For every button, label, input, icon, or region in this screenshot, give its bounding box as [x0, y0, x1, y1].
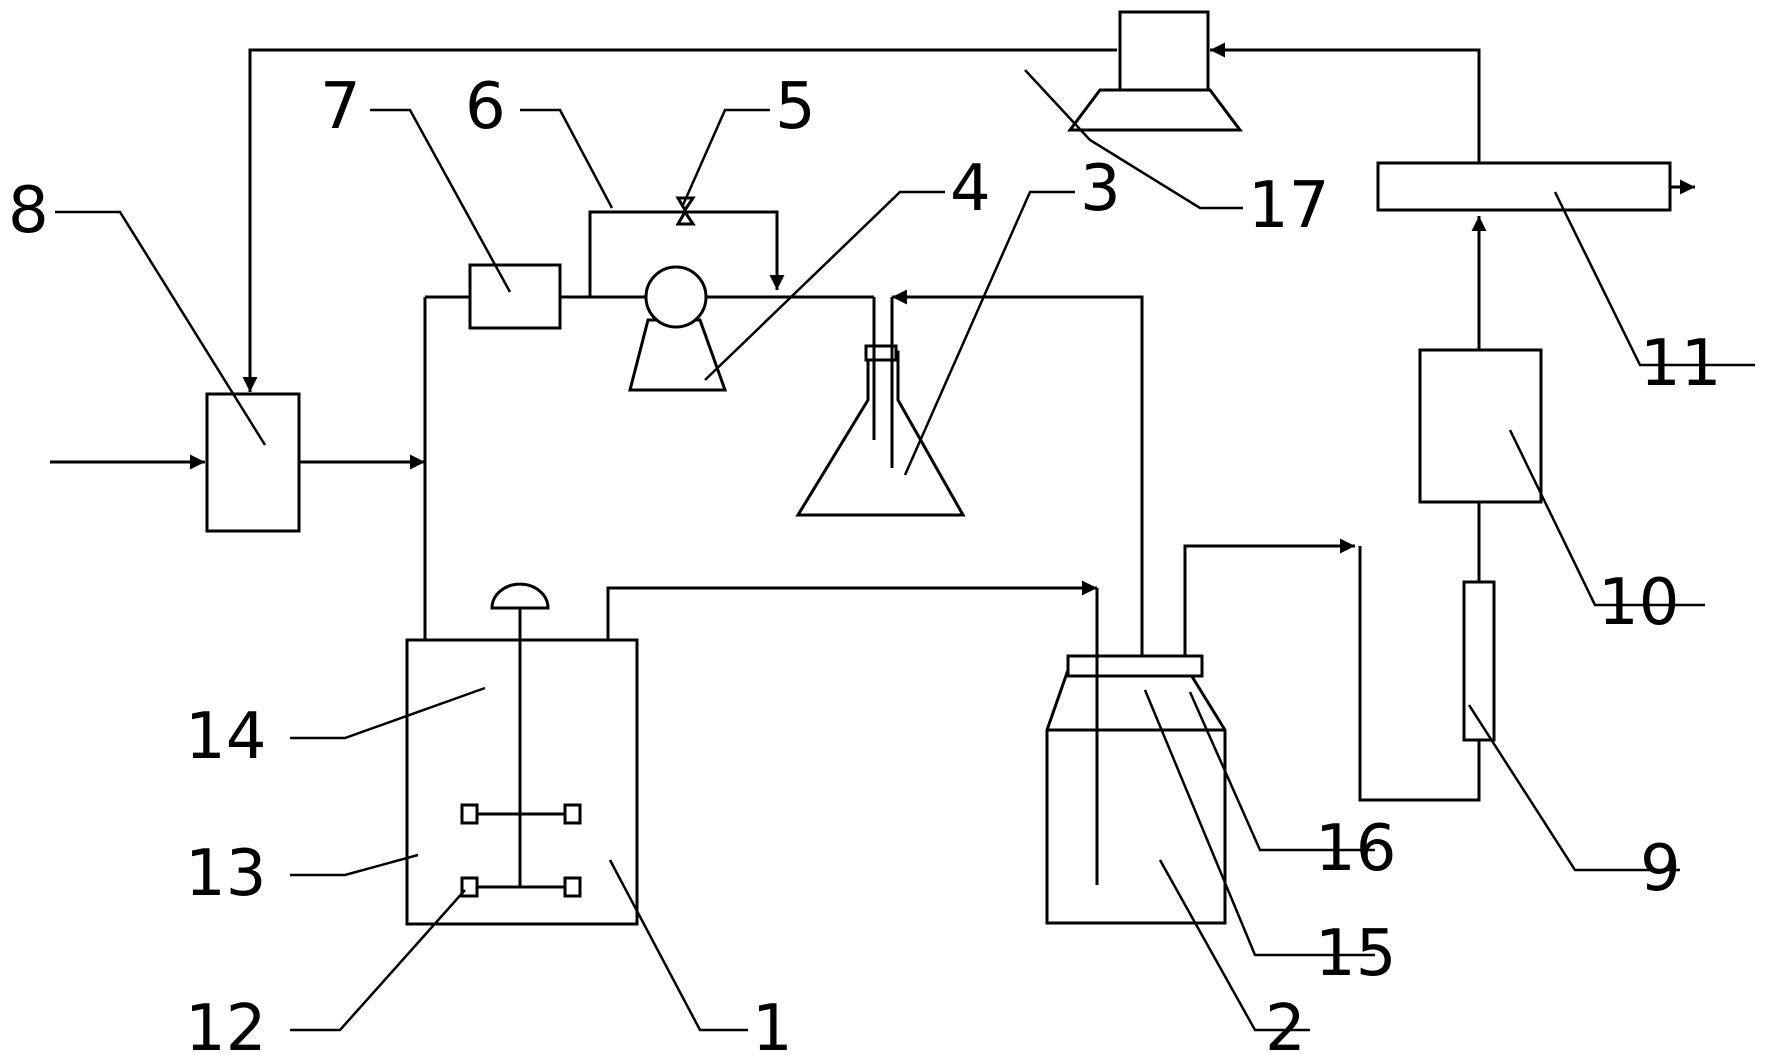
component-2-bottle	[1045, 654, 1227, 925]
leader-14	[290, 686, 486, 740]
leader-2	[1158, 859, 1310, 1032]
label-3: 3	[1080, 152, 1121, 226]
leader-13	[290, 853, 419, 877]
component-8-box	[205, 392, 301, 533]
leader-10	[1508, 429, 1705, 607]
leader-9	[1467, 704, 1680, 872]
component-10-box	[1418, 348, 1543, 504]
leader-7	[370, 108, 512, 293]
component-7-box	[468, 263, 562, 330]
pipe-2-out	[1183, 538, 1355, 656]
leader-6	[520, 108, 614, 209]
label-17: 17	[1248, 169, 1329, 243]
label-4: 4	[950, 152, 991, 226]
leader-lines	[55, 69, 1755, 1032]
label-11: 11	[1640, 327, 1721, 401]
pipe-2-to-flask	[892, 289, 1144, 656]
label-14: 14	[185, 700, 266, 774]
leader-17	[1024, 69, 1243, 210]
leader-8	[55, 210, 267, 446]
component-9-column	[1462, 580, 1496, 742]
label-5: 5	[775, 70, 816, 144]
leader-1	[608, 859, 748, 1032]
leader-3	[903, 190, 1075, 476]
pipe-to-9	[1358, 546, 1481, 802]
pipe-network	[50, 42, 1695, 867]
label-6: 6	[465, 70, 506, 144]
pipe-17-to-8	[242, 48, 1117, 392]
pipe-1-to-2	[606, 580, 1097, 668]
component-3-flask	[795, 344, 966, 517]
callout-labels: 17 11 10 9 16 15 2 1 12 13 14 8 7 6 5 4 …	[8, 70, 1721, 1055]
label-8: 8	[8, 174, 49, 248]
label-13: 13	[185, 837, 266, 911]
leader-12	[290, 889, 466, 1032]
label-7: 7	[320, 70, 361, 144]
leader-16	[1188, 691, 1375, 852]
leader-5	[681, 108, 770, 206]
leader-11	[1553, 191, 1755, 367]
label-9: 9	[1640, 832, 1681, 906]
leader-4	[704, 190, 945, 381]
component-4-pump	[628, 265, 728, 392]
component-1-tank	[405, 582, 639, 926]
leader-15	[1143, 689, 1375, 957]
component-11-tube	[1376, 161, 1672, 212]
label-16: 16	[1315, 812, 1396, 886]
component-17-pump	[1067, 10, 1243, 132]
label-10: 10	[1598, 566, 1679, 640]
pipe-11-to-17	[1210, 42, 1481, 163]
label-15: 15	[1315, 917, 1396, 991]
label-12: 12	[185, 992, 266, 1055]
label-2: 2	[1265, 992, 1306, 1055]
label-1: 1	[752, 992, 793, 1055]
